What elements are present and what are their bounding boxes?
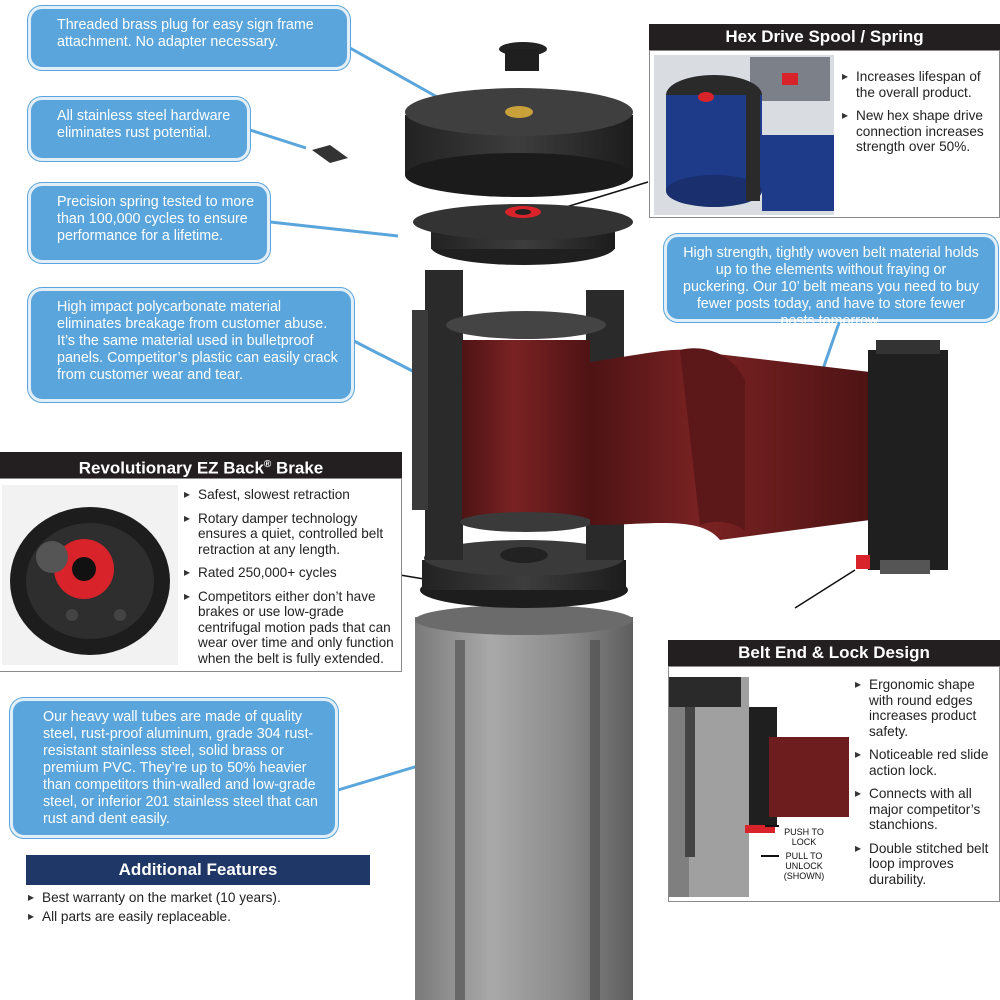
belt-end-panel: PUSH TO LOCK PULL TO UNLOCK (SHOWN) Ergo… bbox=[668, 666, 1000, 902]
pull-to-unlock-label-2: UNLOCK bbox=[785, 861, 823, 871]
pull-to-unlock-label: PULL TO bbox=[785, 851, 823, 861]
additional-features-title: Additional Features bbox=[26, 855, 370, 885]
belt-end-panel-title: Belt End & Lock Design bbox=[668, 640, 1000, 666]
hex-drive-spool-image bbox=[654, 55, 834, 215]
brake-title-end: Brake bbox=[271, 458, 324, 478]
additional-bullet: All parts are easily replaceable. bbox=[28, 909, 388, 925]
registered-mark: ® bbox=[263, 459, 272, 470]
push-to-lock-label: PUSH TO bbox=[784, 827, 824, 837]
pull-to-unlock-label-3: (SHOWN) bbox=[783, 871, 825, 881]
brake-bullet: Safest, slowest retraction bbox=[184, 487, 396, 503]
belt-end-bullet: Ergonomic shape with round edges increas… bbox=[855, 677, 997, 739]
hex-bullet: Increases lifespan of the overall produc… bbox=[842, 69, 994, 100]
push-to-lock-label-2: LOCK bbox=[791, 837, 817, 847]
additional-features-list: Best warranty on the market (10 years). … bbox=[28, 890, 388, 927]
hex-bullet: New hex shape drive connection increases… bbox=[842, 108, 994, 155]
additional-bullet: Best warranty on the market (10 years). bbox=[28, 890, 388, 906]
brake-damper-image bbox=[2, 485, 178, 665]
callout-belt-material: High strength, tightly woven belt materi… bbox=[664, 234, 998, 329]
hex-drive-panel: Increases lifespan of the overall produc… bbox=[649, 50, 1000, 218]
hex-drive-panel-title: Hex Drive Spool / Spring bbox=[649, 24, 1000, 50]
brake-panel-title: Revolutionary EZ Back® Brake bbox=[0, 452, 402, 478]
callout-heavy-wall-tubes: Our heavy wall tubes are made of quality… bbox=[10, 698, 338, 838]
brake-bullet: Rated 250,000+ cycles bbox=[184, 565, 396, 581]
callout-stainless-hardware: All stainless steel hardware eliminates … bbox=[28, 97, 250, 161]
brake-bullet: Rotary damper technology ensures a quiet… bbox=[184, 511, 396, 558]
brake-panel: Safest, slowest retraction Rotary damper… bbox=[0, 478, 402, 672]
callout-polycarbonate: High impact polycarbonate material elimi… bbox=[28, 288, 354, 402]
callout-brass-plug: Threaded brass plug for easy sign frame … bbox=[28, 6, 350, 70]
brake-bullet: Competitors either don’t have brakes or … bbox=[184, 589, 396, 667]
belt-end-lock-image bbox=[669, 677, 849, 897]
callout-precision-spring: Precision spring tested to more than 100… bbox=[28, 183, 270, 263]
belt-end-bullet: Double stitched belt loop improves durab… bbox=[855, 841, 997, 888]
brake-title-main: Revolutionary EZ Back bbox=[78, 458, 264, 478]
belt-end-bullet: Connects with all major competitor’s sta… bbox=[855, 786, 997, 833]
belt-end-bullet: Noticeable red slide action lock. bbox=[855, 747, 997, 778]
